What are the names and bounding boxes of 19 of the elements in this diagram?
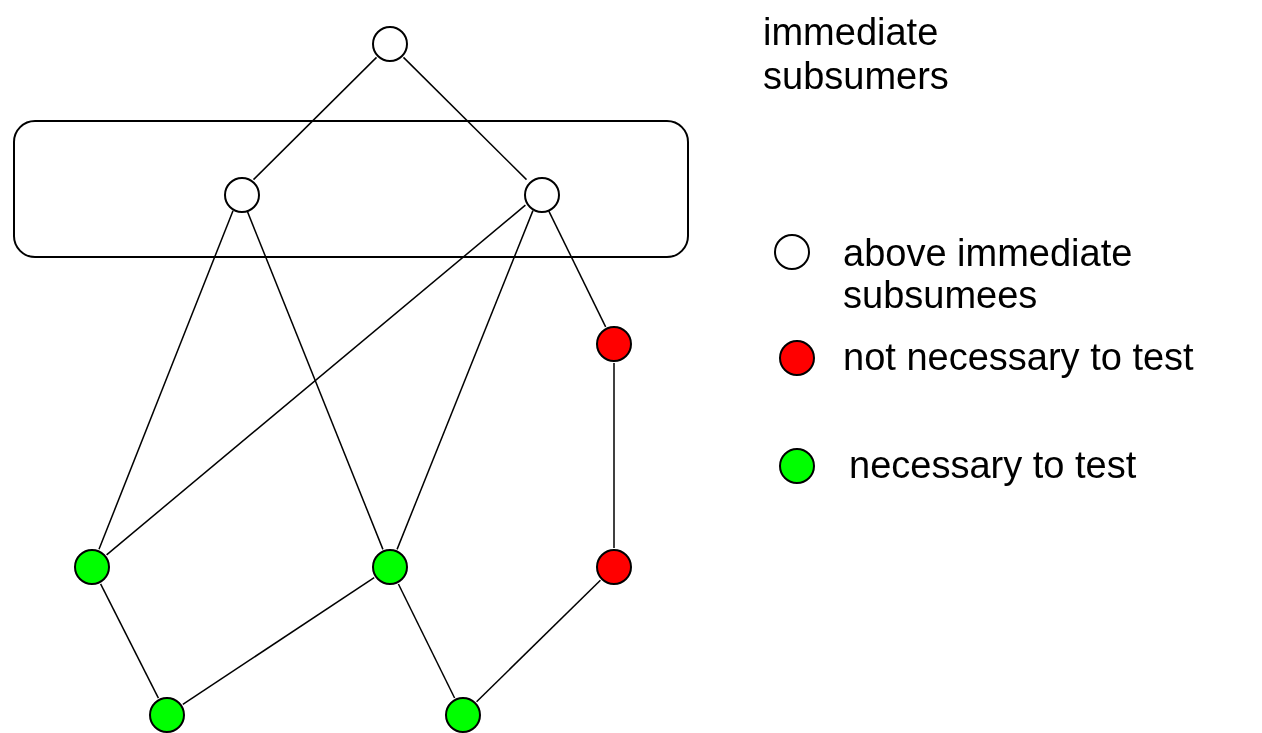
group-label: immediate subsumers (763, 10, 950, 98)
legend-text: not necessary to test (843, 336, 1195, 378)
group-box (13, 120, 689, 258)
legend-text: necessary to test (849, 444, 1138, 486)
lattice-node (74, 549, 110, 585)
connector-line (475, 579, 602, 703)
lattice-node (149, 697, 185, 733)
lattice-node (596, 549, 632, 585)
connector-line (613, 362, 615, 549)
legend-text: above immediate subsumees (843, 232, 1134, 316)
lattice-node (524, 177, 560, 213)
lattice-node (372, 549, 408, 585)
lattice-node (224, 177, 260, 213)
connector-line (99, 583, 160, 699)
lattice-node (372, 26, 408, 62)
lattice-node (445, 697, 481, 733)
lattice-node (596, 326, 632, 362)
connector-line (397, 583, 456, 699)
connector-line (402, 56, 528, 181)
